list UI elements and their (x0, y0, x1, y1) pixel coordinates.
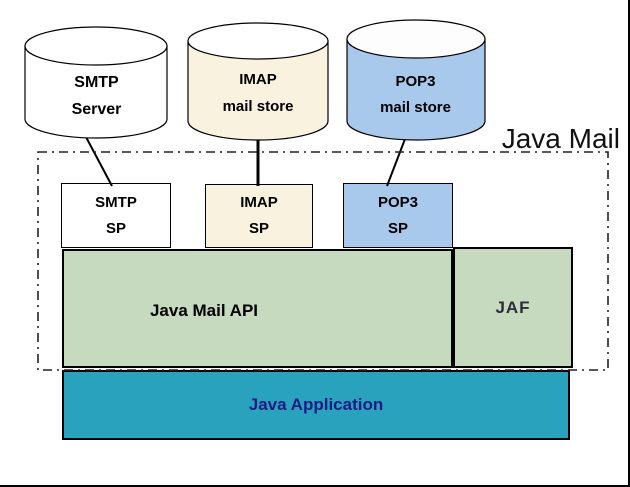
imap-mail-store-cylinder-body (187, 40, 329, 141)
java-application-label: Java Application (248, 395, 384, 414)
smtp-server-label: SMTP Server (26, 69, 167, 123)
jaf-label: JAF (495, 297, 531, 317)
smtp-sp-label-line1: SMTP (95, 193, 137, 211)
pop3-mail-store-label-line1: POP3 (395, 73, 436, 90)
imap-mail-store-label: IMAP mail store (188, 66, 328, 120)
imap-mail-store-cylinder (187, 22, 329, 141)
imap-sp-label-line2: SP (248, 220, 269, 237)
smtp-server-cylinder-body (24, 45, 168, 139)
pop3-sp-label-line1: POP3 (377, 193, 419, 211)
imap-mail-store-label-line2: mail store (222, 98, 294, 115)
connector-pop3-line (386, 138, 406, 187)
smtp-server-cylinder (24, 26, 168, 139)
pop3-sp-label-line2: SP (387, 219, 408, 237)
pop3-mail-store-label-line2: mail store (380, 99, 451, 116)
smtp-server-label-line2: Server (71, 101, 122, 118)
imap-sp-label-line1: IMAP (240, 194, 278, 211)
javamail-title: Java Mail (501, 123, 620, 154)
connector-smtp-line (85, 136, 113, 187)
smtp-server-label-line1: SMTP (74, 74, 119, 91)
imap-sp-box: IMAP SP (205, 184, 313, 248)
pop3-sp-box: POP3 SP (343, 183, 453, 248)
smtp-server-cylinder-top (24, 26, 168, 66)
imap-mail-store-cylinder-top (187, 22, 329, 60)
pop3-mail-store-label: POP3 mail store (346, 69, 485, 121)
pop3-mail-store-cylinder (346, 19, 486, 141)
javamail-api-label: Java Mail API (149, 301, 259, 320)
jaf-box: JAF (453, 247, 573, 368)
javamail-api-box: Java Mail API (62, 249, 453, 368)
smtp-sp-box: SMTP SP (61, 183, 171, 248)
java-application-box: Java Application (62, 370, 570, 440)
smtp-sp-label-line2: SP (105, 219, 126, 237)
pop3-mail-store-cylinder-top (346, 19, 486, 59)
imap-mail-store-label-line1: IMAP (239, 71, 277, 88)
